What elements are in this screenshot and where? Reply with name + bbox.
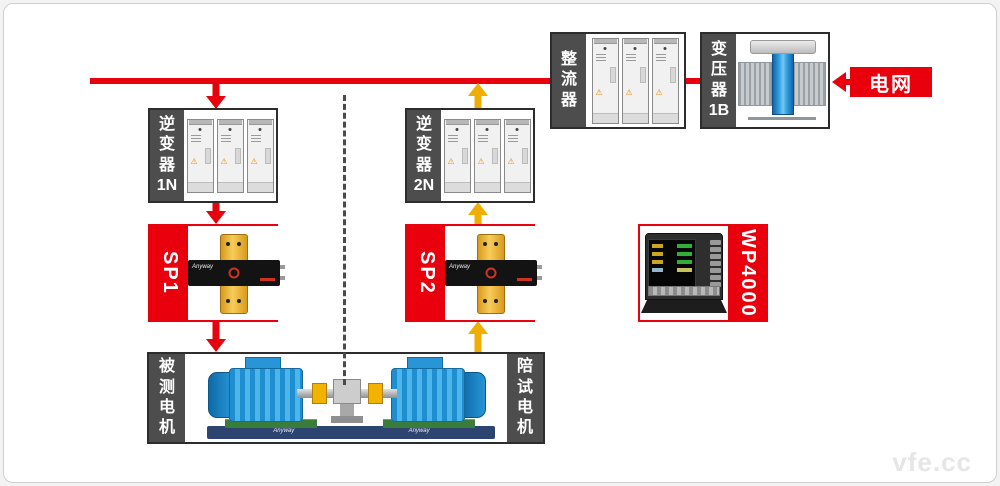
wp4000-node: WP4000	[638, 224, 768, 322]
cabinet-icon: ⚠	[651, 37, 679, 124]
sp1-node: SP1 Anyway	[148, 224, 285, 322]
inline-torque-sensor-icon	[333, 379, 361, 404]
arrow-inverter2n-to-bus	[468, 83, 488, 109]
transformer-label: 变 压 器 1B	[702, 34, 736, 127]
inverter-1n-label: 逆 变 器 1N	[150, 110, 184, 201]
companion-motor-label: 陪 试 电 机	[507, 354, 543, 442]
cabinet-icon: ⚠	[186, 118, 214, 193]
bench-rail: Anyway Anyway	[207, 426, 495, 439]
watermark: vfe.cc	[892, 447, 972, 477]
sp2-torque-sensor-icon: Anyway	[445, 226, 542, 320]
test-motor-icon	[229, 368, 303, 422]
sp1-strip: SP1	[150, 226, 188, 320]
cabinet-icon: ⚠	[591, 37, 619, 124]
sensor-foot	[331, 416, 363, 423]
coupling-right-icon	[368, 383, 383, 404]
cabinet-icon: ⚠	[216, 118, 244, 193]
sensor-pedestal	[340, 404, 354, 417]
arrow-sp2-to-inverter2n	[468, 202, 488, 224]
rectifier-label: 整 流 器	[552, 34, 586, 127]
dc-bus-line	[90, 78, 550, 84]
arrow-head-left-icon	[832, 72, 846, 92]
grid-to-transformer-arrow	[832, 72, 854, 92]
motor-bench-node: 被 测 电 机 Anyway Anyway 陪 试 电 机	[147, 352, 545, 444]
inverter-1n-node: 逆 变 器 1N ⚠ ⚠ ⚠	[148, 108, 278, 203]
rectifier-transformer-link	[686, 78, 700, 84]
sensor-brand: Anyway	[449, 264, 471, 270]
arrow-inverter1n-to-sp1	[206, 202, 226, 224]
companion-motor-icon	[391, 368, 465, 422]
sp2-strip: SP2	[407, 226, 445, 320]
motor-bench-graphic: Anyway Anyway	[185, 354, 507, 442]
transformer-node: 变 压 器 1B	[700, 32, 830, 129]
cabinet-icon: ⚠	[246, 118, 274, 193]
test-motor-label: 被 测 电 机	[149, 354, 185, 442]
transformer-icon	[736, 34, 828, 127]
inverter-2n-cabinets: ⚠ ⚠ ⚠	[441, 110, 533, 201]
dashed-divider-line	[343, 95, 346, 385]
wp4000-strip: WP4000	[728, 226, 766, 320]
sp1-torque-sensor-icon: Anyway	[188, 226, 285, 320]
inverter-1n-cabinets: ⚠ ⚠ ⚠	[184, 110, 276, 201]
arrow-sp1-to-test-motor	[206, 321, 226, 352]
inverter-2n-label: 逆 变 器 2N	[407, 110, 441, 201]
sensor-brand: Anyway	[192, 264, 214, 270]
test-motor-junction-box	[245, 357, 281, 369]
rectifier-cabinets: ⚠ ⚠ ⚠	[586, 34, 684, 127]
inverter-2n-node: 逆 变 器 2N ⚠ ⚠ ⚠	[405, 108, 535, 203]
sp1-label: SP1	[158, 251, 181, 295]
coupling-left-icon	[312, 383, 327, 404]
companion-motor-junction-box	[407, 357, 443, 369]
cabinet-icon: ⚠	[443, 118, 471, 193]
arrow-bus-to-inverter1n	[206, 83, 226, 109]
cabinet-icon: ⚠	[503, 118, 531, 193]
sp2-node: SP2 Anyway	[405, 224, 542, 322]
arrow-companion-motor-to-sp2	[468, 321, 488, 352]
cabinet-icon: ⚠	[621, 37, 649, 124]
cabinet-icon: ⚠	[473, 118, 501, 193]
grid-node: 电网	[850, 67, 932, 97]
bench-brand: Anyway	[408, 428, 430, 434]
companion-motor-endcap-icon	[461, 372, 486, 418]
rectifier-node: 整 流 器 ⚠ ⚠ ⚠	[550, 32, 686, 129]
grid-label: 电网	[869, 73, 913, 96]
wp4000-analyzer-icon	[640, 226, 728, 320]
bench-brand: Anyway	[273, 428, 295, 434]
sp2-label: SP2	[415, 251, 438, 295]
wp4000-label: WP4000	[736, 228, 759, 318]
